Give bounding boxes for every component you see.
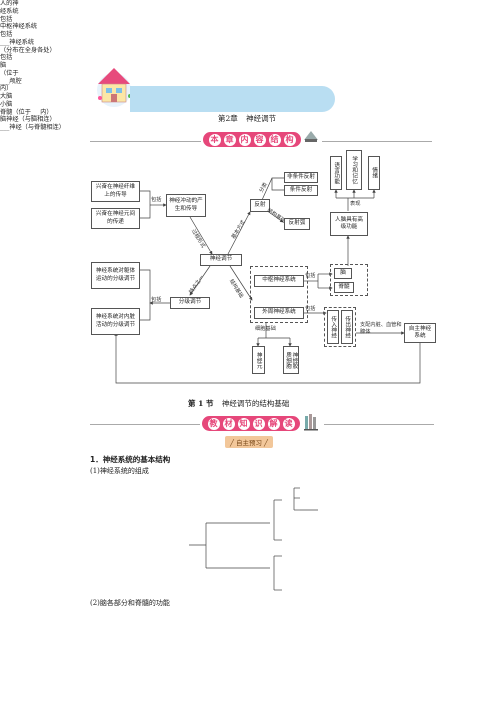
- map-box-reflex: 反射: [250, 199, 270, 212]
- map-label-manifestation: 表现: [350, 201, 361, 207]
- banner-char: 章: [223, 133, 236, 146]
- map-box-neuron: 神经元: [252, 346, 265, 374]
- tree-brain: 脑: [0, 62, 7, 69]
- map-box-efferent-nerve: 传出神经: [341, 310, 353, 344]
- map-box-higher-functions: 人脑具有高级功能: [330, 212, 368, 236]
- banner-rule: [324, 424, 434, 425]
- tree-spinal-nerve: ___神经（与脊髓相连）: [0, 124, 65, 131]
- map-box-emotion: 情绪: [368, 156, 380, 190]
- books-icon: [302, 412, 322, 432]
- tree-pns-note: （分布在全身各处）: [0, 46, 56, 54]
- banner-char: 本: [208, 133, 221, 146]
- map-box-fiber-conduction: 兴奋在神经纤维上的传导: [91, 181, 140, 202]
- banner-char: 内: [238, 133, 251, 146]
- map-box-brain: 脑: [334, 268, 352, 279]
- map-label-innervate: 支配内脏、血管和腺体: [360, 322, 402, 336]
- heading-basic-structure: 1．神经系统的基本结构: [90, 455, 171, 464]
- banner-char: 构: [283, 133, 296, 146]
- banner-char: 解: [267, 417, 280, 430]
- tree-pns-label: 神经系统: [9, 38, 35, 46]
- section-title: 神经调节的结构基础: [221, 399, 290, 408]
- map-box-cns: 中枢神经系统: [254, 275, 304, 287]
- map-box-language: 语言功能: [330, 156, 342, 190]
- textbook-knowledge-banner: 教 材 知 识 解 读: [202, 416, 300, 431]
- map-box-autonomic: 自主神经系统: [404, 323, 436, 343]
- tree-cerebrum: 大脑: [0, 93, 13, 100]
- map-box-afferent-nerve: 传入神经: [327, 310, 339, 344]
- tree-spinal-cord: 脊髓（位于___内）: [0, 108, 53, 116]
- banner-char: 材: [222, 417, 235, 430]
- subheading-composition: (1)神经系统的组成: [90, 467, 149, 475]
- tree-cranial-nerve: 脑神经（与脑相连）: [0, 116, 56, 124]
- tree-label-includes: 包括: [0, 15, 13, 23]
- map-dashed-group-nervous-system: [250, 266, 308, 323]
- chapter-ribbon: [130, 86, 335, 112]
- map-dashed-group-cns-parts: [330, 264, 368, 296]
- section-heading: 第 1 节 神经调节的结构基础: [188, 398, 289, 409]
- tree-label-includes: 包括: [0, 31, 13, 38]
- banner-char: 结: [268, 133, 281, 146]
- subheading-brain-functions: (2)脑各部分和脊髓的功能: [90, 599, 170, 607]
- banner-char: 知: [237, 417, 250, 430]
- map-box-somatic-hierarchy: 神经系统对躯体运动的分级调节: [91, 262, 140, 289]
- tree-cns: 中枢神经系统: [0, 23, 38, 31]
- tree-pns-blank: ___: [0, 38, 10, 46]
- map-box-conditioned-reflex: 条件反射: [284, 185, 318, 196]
- map-box-synapse-transmission: 兴奋在神经元间的传递: [91, 208, 140, 229]
- book-icon: [302, 128, 320, 144]
- map-box-hierarchical-regulation: 分级调节: [170, 297, 210, 309]
- banner-char: 教: [207, 417, 220, 430]
- tree-brain-note: （位于___颅腔内）: [0, 69, 22, 93]
- tree-root: 人的神经系统: [0, 0, 19, 15]
- banner-char: 读: [282, 417, 295, 430]
- chapter-number: 第2章: [218, 114, 238, 123]
- chapter-heading: 第2章 神经调节: [218, 113, 276, 124]
- banner-char: 识: [252, 417, 265, 430]
- self-study-tag: ╱ 自主预习 ╱: [225, 436, 273, 448]
- tree-label-includes: 包括: [0, 54, 13, 62]
- map-label-includes: 包括: [305, 273, 316, 279]
- map-box-spinal-cord: 脊髓: [334, 282, 354, 293]
- map-box-impulse: 神经冲动的产生和传导: [166, 194, 206, 217]
- map-box-pns: 外周神经系统: [254, 307, 304, 319]
- chapter-title: 神经调节: [246, 114, 277, 123]
- map-box-glial-cell: 神经胶质细胞: [283, 346, 299, 374]
- tree-pns: ___神经系统: [0, 39, 496, 47]
- map-box-reflex-arc: 反射弧: [284, 218, 310, 230]
- banner-rule: [322, 141, 432, 142]
- chapter-structure-banner: 本 章 内 容 结 构: [203, 132, 301, 147]
- map-label-includes: 包括: [151, 197, 162, 203]
- house-icon: [88, 62, 140, 108]
- map-label-cell-basis: 细胞基础: [255, 326, 276, 332]
- banner-rule: [90, 424, 200, 425]
- map-box-unconditioned-reflex: 非条件反射: [284, 172, 318, 183]
- self-study-label: 自主预习: [235, 439, 262, 447]
- tree-cerebellum: 小脑: [0, 100, 13, 108]
- map-box-learning-memory: 学习和记忆: [346, 150, 362, 190]
- map-box-neural-regulation: 神经调节: [200, 254, 242, 266]
- section-number: 第 1 节: [188, 399, 214, 408]
- map-label-includes: 包括: [151, 297, 162, 303]
- banner-char: 容: [253, 133, 266, 146]
- banner-rule: [90, 141, 201, 142]
- map-dashed-group-pns-parts: [324, 307, 356, 347]
- map-box-visceral-hierarchy: 神经系统对内脏活动的分级调节: [91, 308, 140, 335]
- map-label-includes: 包括: [305, 306, 316, 312]
